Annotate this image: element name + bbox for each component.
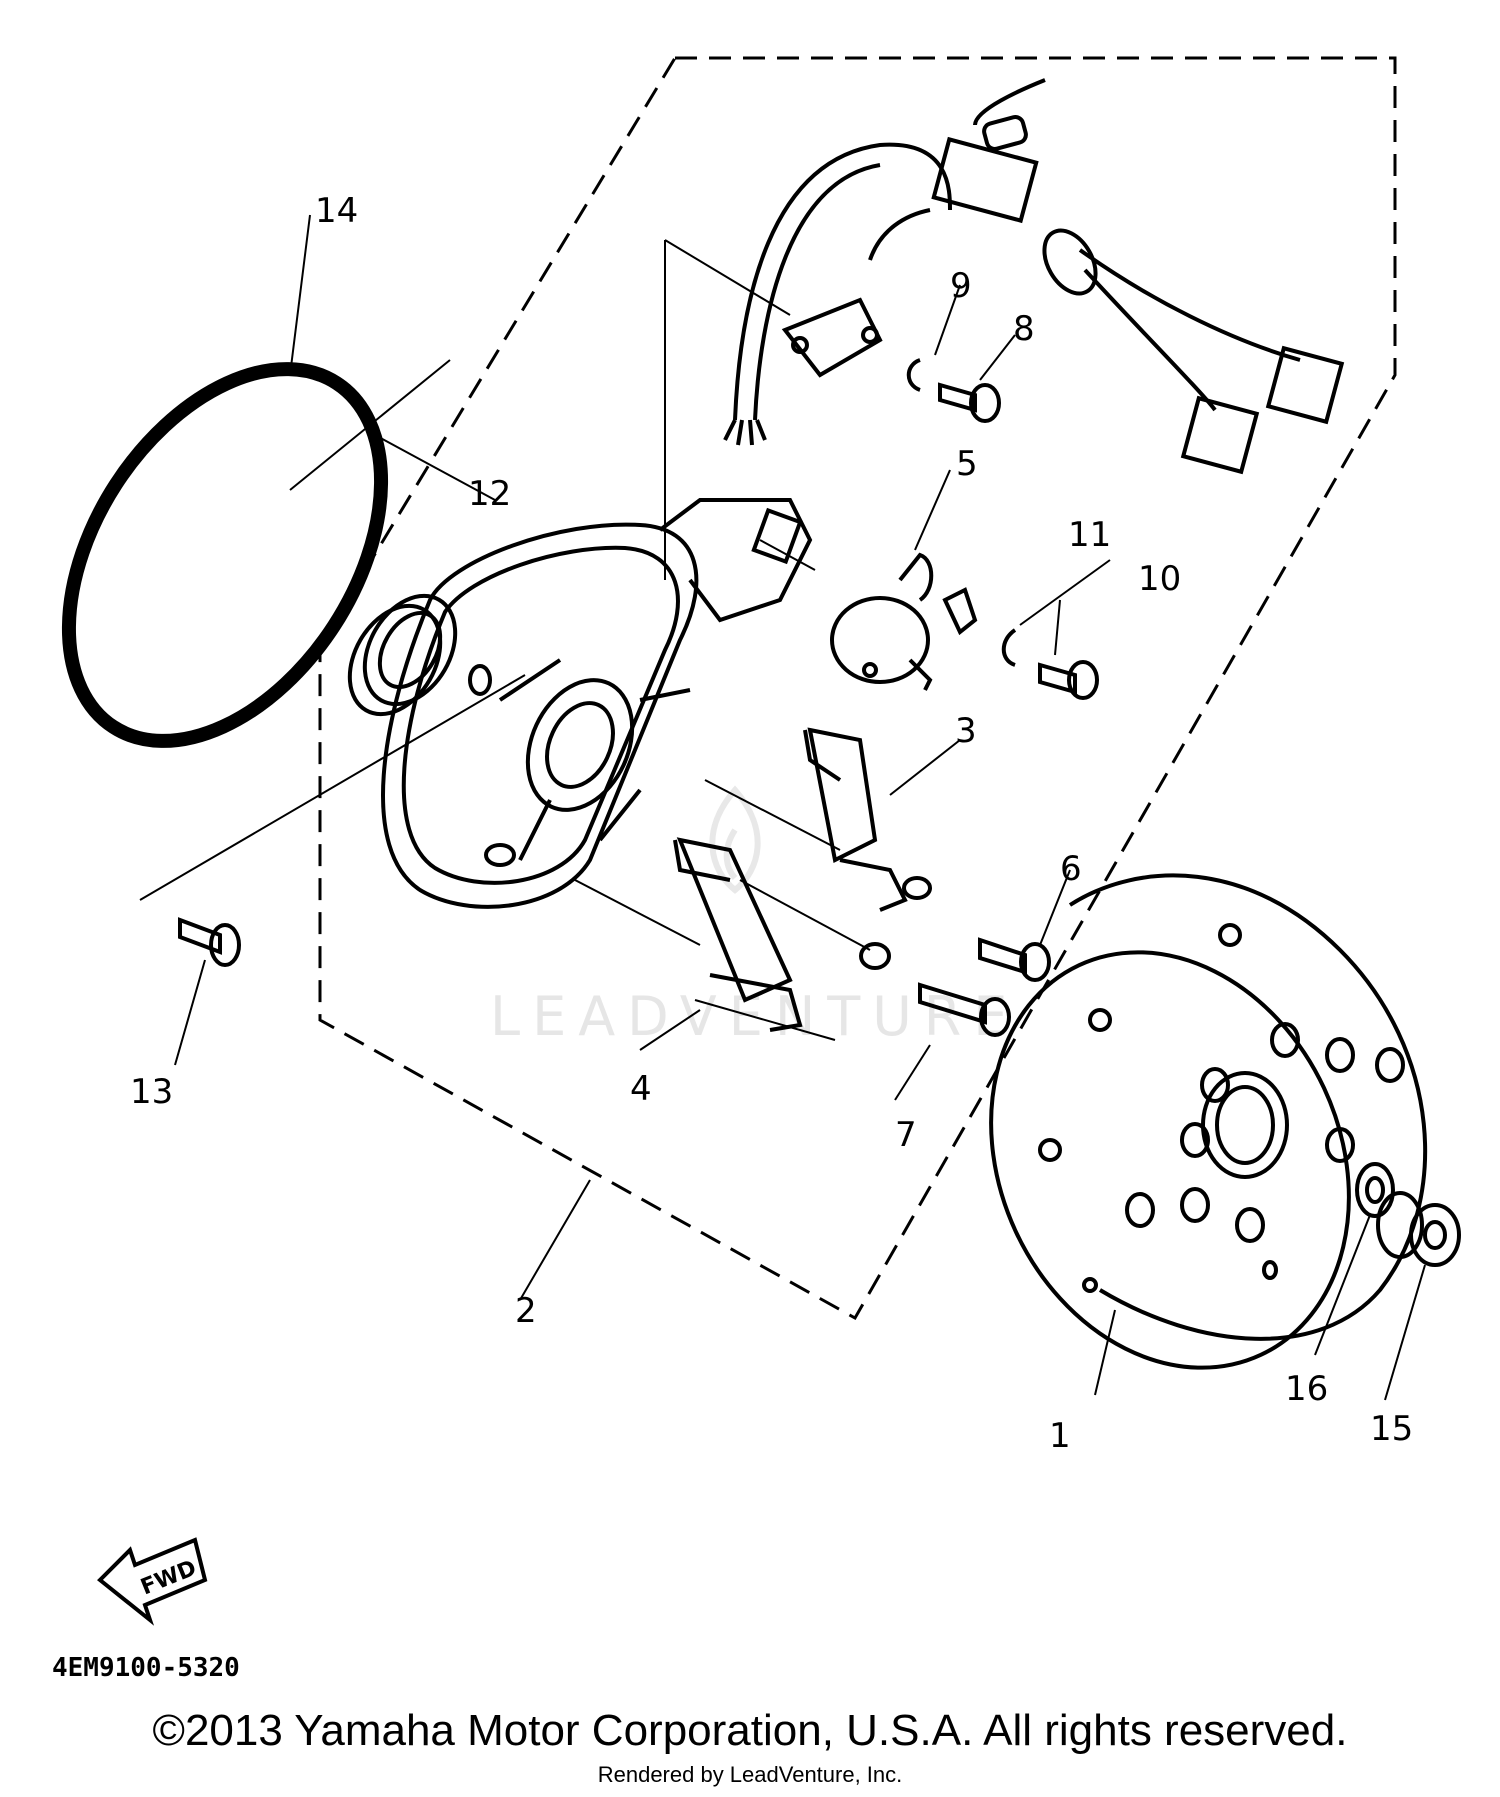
drawing-code: 4EM9100-5320 <box>52 1653 240 1683</box>
reference-line-13b <box>140 900 145 1000</box>
wire-harness <box>723 78 1345 475</box>
pickup-coil-part-5 <box>830 552 934 691</box>
screw-part-6 <box>978 937 1051 982</box>
callout-9: 9 <box>950 266 972 306</box>
leader-line-4b <box>739 879 871 951</box>
nut-part-15 <box>1376 1191 1461 1267</box>
reference-line-13 <box>139 674 526 901</box>
callout-12: 12 <box>468 474 511 514</box>
leader-line-4a <box>574 879 701 946</box>
callout-16: 16 <box>1285 1369 1328 1409</box>
callout-13: 13 <box>130 1072 173 1112</box>
callout-7: 7 <box>895 1115 917 1155</box>
stator-base-plate <box>381 498 813 909</box>
assembly-boundary-dashed <box>318 56 1397 1321</box>
screw-part-13 <box>178 917 241 967</box>
reference-line-clamp <box>664 239 791 580</box>
forward-arrow-icon: FWD <box>97 1537 208 1626</box>
screw-part-8 <box>938 382 1001 423</box>
callout-10: 10 <box>1138 559 1181 599</box>
callout-11: 11 <box>1068 515 1111 555</box>
screw-part-7 <box>918 982 1011 1037</box>
callout-5: 5 <box>956 444 978 484</box>
source-coil-part-4 <box>673 837 891 1032</box>
washer-part-11 <box>1001 628 1017 667</box>
callout-3: 3 <box>955 711 977 751</box>
leader-line-5 <box>759 539 816 571</box>
callout-14: 14 <box>315 191 358 231</box>
callout-leaders <box>174 214 1426 1401</box>
wire-clamp <box>781 297 883 378</box>
washer-part-16 <box>1355 1162 1395 1218</box>
clamp-piece <box>942 587 978 636</box>
charging-coil-part-3 <box>803 727 932 912</box>
watermark-flame-icon <box>709 785 761 894</box>
o-ring-part-14 <box>61 362 389 748</box>
leader-line-3 <box>704 779 841 851</box>
washer-part-9 <box>906 358 921 392</box>
rendered-by-credit: Rendered by LeadVenture, Inc. <box>597 1762 903 1787</box>
callout-1: 1 <box>1049 1416 1071 1456</box>
callout-8: 8 <box>1013 309 1035 349</box>
copyright-notice: ©2013 Yamaha Motor Corporation, U.S.A. A… <box>152 1706 1348 1755</box>
flywheel-rotor-part-1 <box>989 873 1428 1370</box>
callout-4: 4 <box>630 1069 652 1109</box>
callout-6: 6 <box>1060 849 1082 889</box>
screw-part-10 <box>1038 660 1099 700</box>
callout-2: 2 <box>515 1291 537 1331</box>
callout-15: 15 <box>1370 1409 1413 1449</box>
